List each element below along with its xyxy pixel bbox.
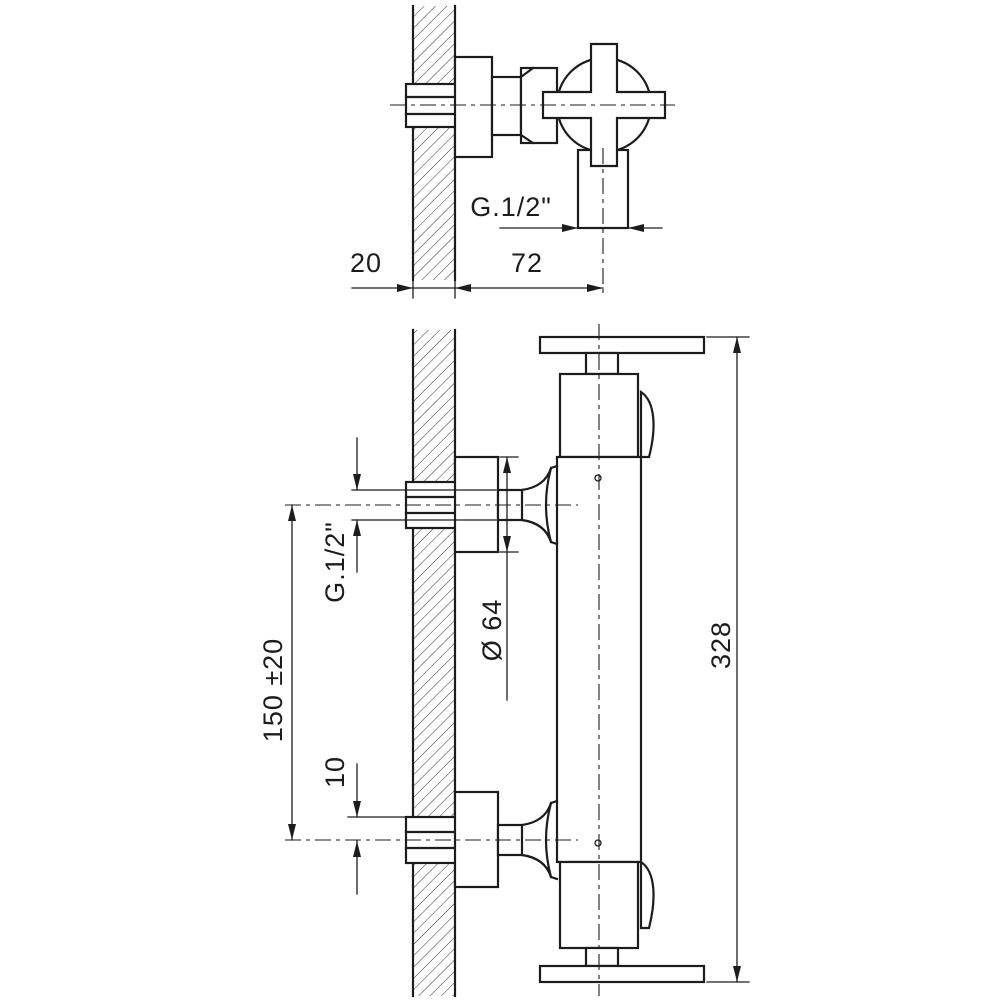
offset-label: 10 (320, 756, 350, 788)
wall-hatch (413, 6, 455, 280)
mixer-body (538, 335, 706, 984)
escutcheon-profile (453, 55, 494, 159)
inlet-thread-label: G.1/2" (320, 521, 350, 603)
overall-height-label: 328 (706, 621, 736, 669)
top-lever-tab (639, 389, 655, 459)
wall-section-front (411, 328, 457, 998)
bell-bottom-edge (520, 853, 559, 881)
wall-thickness-label: 20 (350, 248, 382, 278)
wall-hatch (413, 330, 455, 996)
center-distance-label: 150 ±20 (258, 638, 288, 742)
bottom-handle-stem (584, 946, 620, 968)
index-dot-bottom (594, 839, 602, 847)
bell-top-edge (520, 464, 559, 492)
projection-label: 72 (511, 248, 543, 278)
index-dot-top (594, 474, 602, 482)
front-view: G.1/2" 150 ±20 10 Ø 64 328 (258, 324, 750, 998)
bell-top-edge (520, 799, 559, 827)
front-view-dimensions: G.1/2" 150 ±20 10 Ø 64 328 (258, 336, 750, 983)
housing-chamfer-bottom (519, 133, 535, 145)
top-view: 20 72 G.1/2" (350, 4, 675, 299)
housing-chamfer-top (519, 66, 535, 79)
top-view-dimensions: 20 72 G.1/2" (350, 192, 663, 299)
top-handle-stem (584, 351, 620, 376)
bottom-lever-tab (639, 859, 655, 930)
flange-diameter-label: Ø 64 (477, 599, 507, 662)
top-handle-bar (538, 335, 706, 355)
bell-bottom-edge (520, 518, 559, 546)
wall-section-top (411, 4, 457, 282)
body-spacer (490, 75, 523, 137)
bottom-handle-bar (538, 964, 706, 984)
outlet-thread-label: G.1/2" (470, 192, 552, 222)
